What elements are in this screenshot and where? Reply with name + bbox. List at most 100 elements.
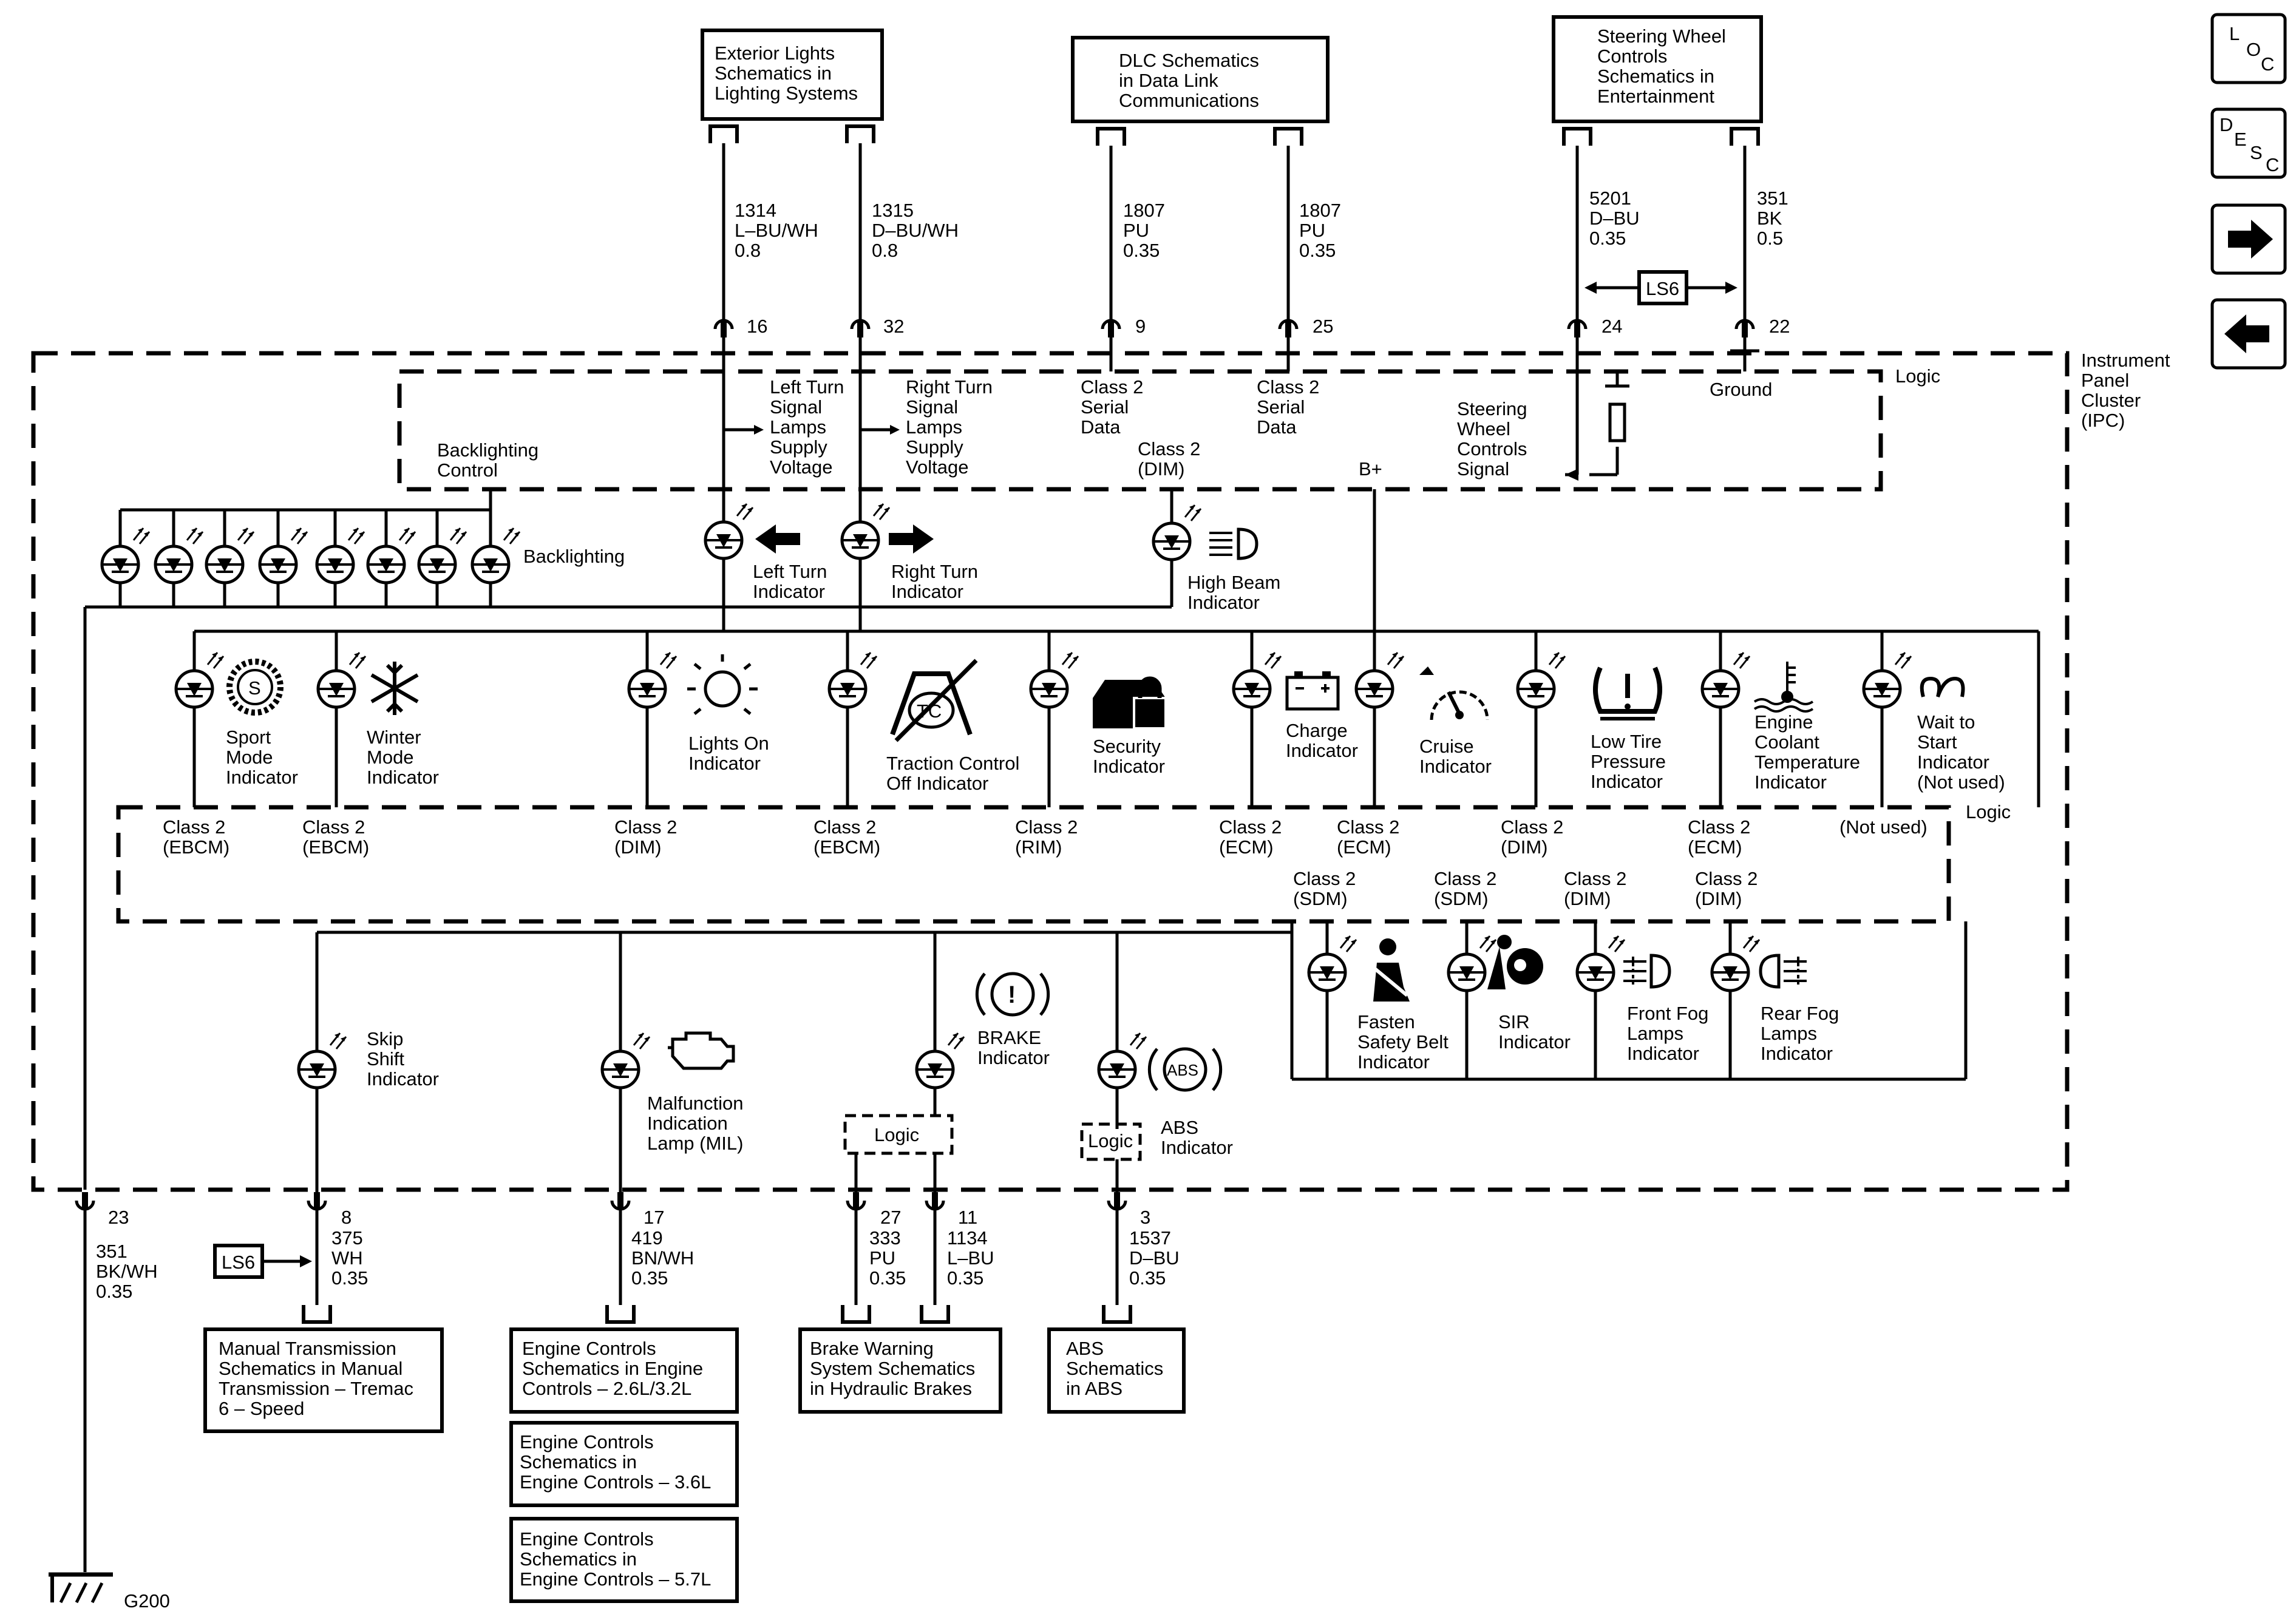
ls6-tag: LS6 bbox=[222, 1252, 255, 1273]
sport-mode-lamp bbox=[176, 653, 223, 707]
coolant-lamp bbox=[1702, 653, 1750, 707]
pin-number: 9 bbox=[1135, 316, 1146, 337]
previous-button[interactable] bbox=[2210, 298, 2287, 370]
exterior-lights-box[interactable] bbox=[701, 29, 884, 121]
abs-icon: ABS bbox=[1147, 1047, 1223, 1092]
engine-controls-26-box[interactable] bbox=[509, 1327, 739, 1414]
ground-name: G200 bbox=[124, 1590, 170, 1612]
cruise-lamp bbox=[1356, 653, 1404, 707]
traction-off-lamp bbox=[829, 653, 877, 707]
manual-transmission-box[interactable] bbox=[203, 1327, 444, 1433]
brake-lamp bbox=[917, 1033, 964, 1088]
low-tire-lamp bbox=[1518, 653, 1565, 707]
source-label: Class 2(EBCM) bbox=[163, 816, 229, 858]
ground-symbol bbox=[49, 1572, 113, 1604]
tab-connector bbox=[1275, 129, 1302, 146]
high-beam-lamp bbox=[1153, 505, 1201, 560]
glow-plug-icon bbox=[1920, 676, 1965, 697]
abs-box[interactable] bbox=[1047, 1327, 1186, 1414]
source-label: Class 2(DIM) bbox=[1501, 816, 1563, 858]
tab-connector bbox=[1731, 129, 1758, 146]
brake-logic-box bbox=[843, 1114, 954, 1155]
next-button[interactable] bbox=[2210, 203, 2287, 275]
loc-button[interactable]: L O C bbox=[2210, 13, 2287, 84]
ipc-connector bbox=[1569, 320, 1586, 337]
source-label: Class 2(EBCM) bbox=[813, 816, 880, 858]
source-label: Class 2(RIM) bbox=[1015, 816, 1078, 858]
tab-connector bbox=[847, 126, 874, 143]
sir-lamp bbox=[1449, 936, 1496, 991]
pin-number: 22 bbox=[1769, 316, 1790, 337]
desc-letter: C bbox=[2266, 154, 2279, 175]
brake-exclamation: ! bbox=[1008, 981, 1016, 1008]
tab-connector bbox=[1104, 1305, 1130, 1322]
airbag-icon bbox=[1487, 935, 1543, 989]
abs-letters: ABS bbox=[1167, 1061, 1198, 1079]
steering-wheel-controls-box[interactable] bbox=[1552, 15, 1763, 123]
pin-number: 32 bbox=[883, 316, 904, 337]
ipc-internal-wires bbox=[83, 337, 2040, 1190]
desc-button[interactable]: D E S C bbox=[2210, 107, 2287, 179]
ipc-connector bbox=[715, 320, 732, 337]
desc-letter: E bbox=[2234, 129, 2247, 150]
brake-warning-box[interactable] bbox=[798, 1327, 1002, 1414]
logic-label: Logic bbox=[1895, 365, 1940, 387]
ipc-connector bbox=[308, 1192, 325, 1209]
brake-warning-icon: ! bbox=[975, 972, 1050, 1017]
backlight-lamp bbox=[206, 528, 254, 583]
backlight-lamp bbox=[317, 528, 364, 583]
tire-pressure-icon bbox=[1593, 666, 1662, 720]
source-label: Class 2(SDM) bbox=[1293, 868, 1356, 909]
left-arrow-icon bbox=[2224, 314, 2269, 353]
source-label: Class 2(ECM) bbox=[1219, 816, 1282, 858]
backlight-lamp bbox=[260, 528, 307, 583]
ipc-connector bbox=[1736, 320, 1753, 337]
backlighting-label: Backlighting bbox=[523, 546, 625, 567]
backlight-lamp bbox=[419, 528, 466, 583]
mil-lamp bbox=[602, 1033, 650, 1088]
engine-controls-57-box[interactable] bbox=[509, 1517, 739, 1603]
top-wires bbox=[722, 143, 1747, 322]
seat-belt-lamp bbox=[1309, 936, 1356, 991]
front-fog-icon bbox=[1623, 954, 1671, 989]
right-turn-lamp bbox=[842, 504, 889, 558]
lights-on-lamp bbox=[629, 653, 676, 707]
source-label: (Not used) bbox=[1839, 816, 1927, 838]
desc-letter: D bbox=[2220, 114, 2233, 135]
lower-right-wires bbox=[1325, 921, 1732, 1079]
ls6-option-marker: LS6 bbox=[213, 1244, 312, 1279]
logic-label: Logic bbox=[1966, 801, 2011, 822]
front-fog-lamp bbox=[1577, 936, 1625, 991]
abs-logic-box bbox=[1080, 1122, 1142, 1161]
loc-letter: C bbox=[2261, 53, 2274, 75]
b-plus-label: B+ bbox=[1359, 458, 1382, 480]
engine-controls-36-box[interactable] bbox=[509, 1421, 739, 1507]
right-arrow-icon bbox=[889, 524, 934, 554]
source-label: Class 2(ECM) bbox=[1688, 816, 1750, 858]
loc-letter: L bbox=[2229, 23, 2240, 44]
traction-control-off-icon: TC bbox=[890, 659, 978, 742]
ls6-option-marker: LS6 bbox=[1584, 270, 1737, 305]
source-label: Class 2(DIM) bbox=[1695, 868, 1758, 909]
dlc-box[interactable] bbox=[1071, 36, 1330, 123]
pin-number: 27 bbox=[880, 1207, 901, 1228]
